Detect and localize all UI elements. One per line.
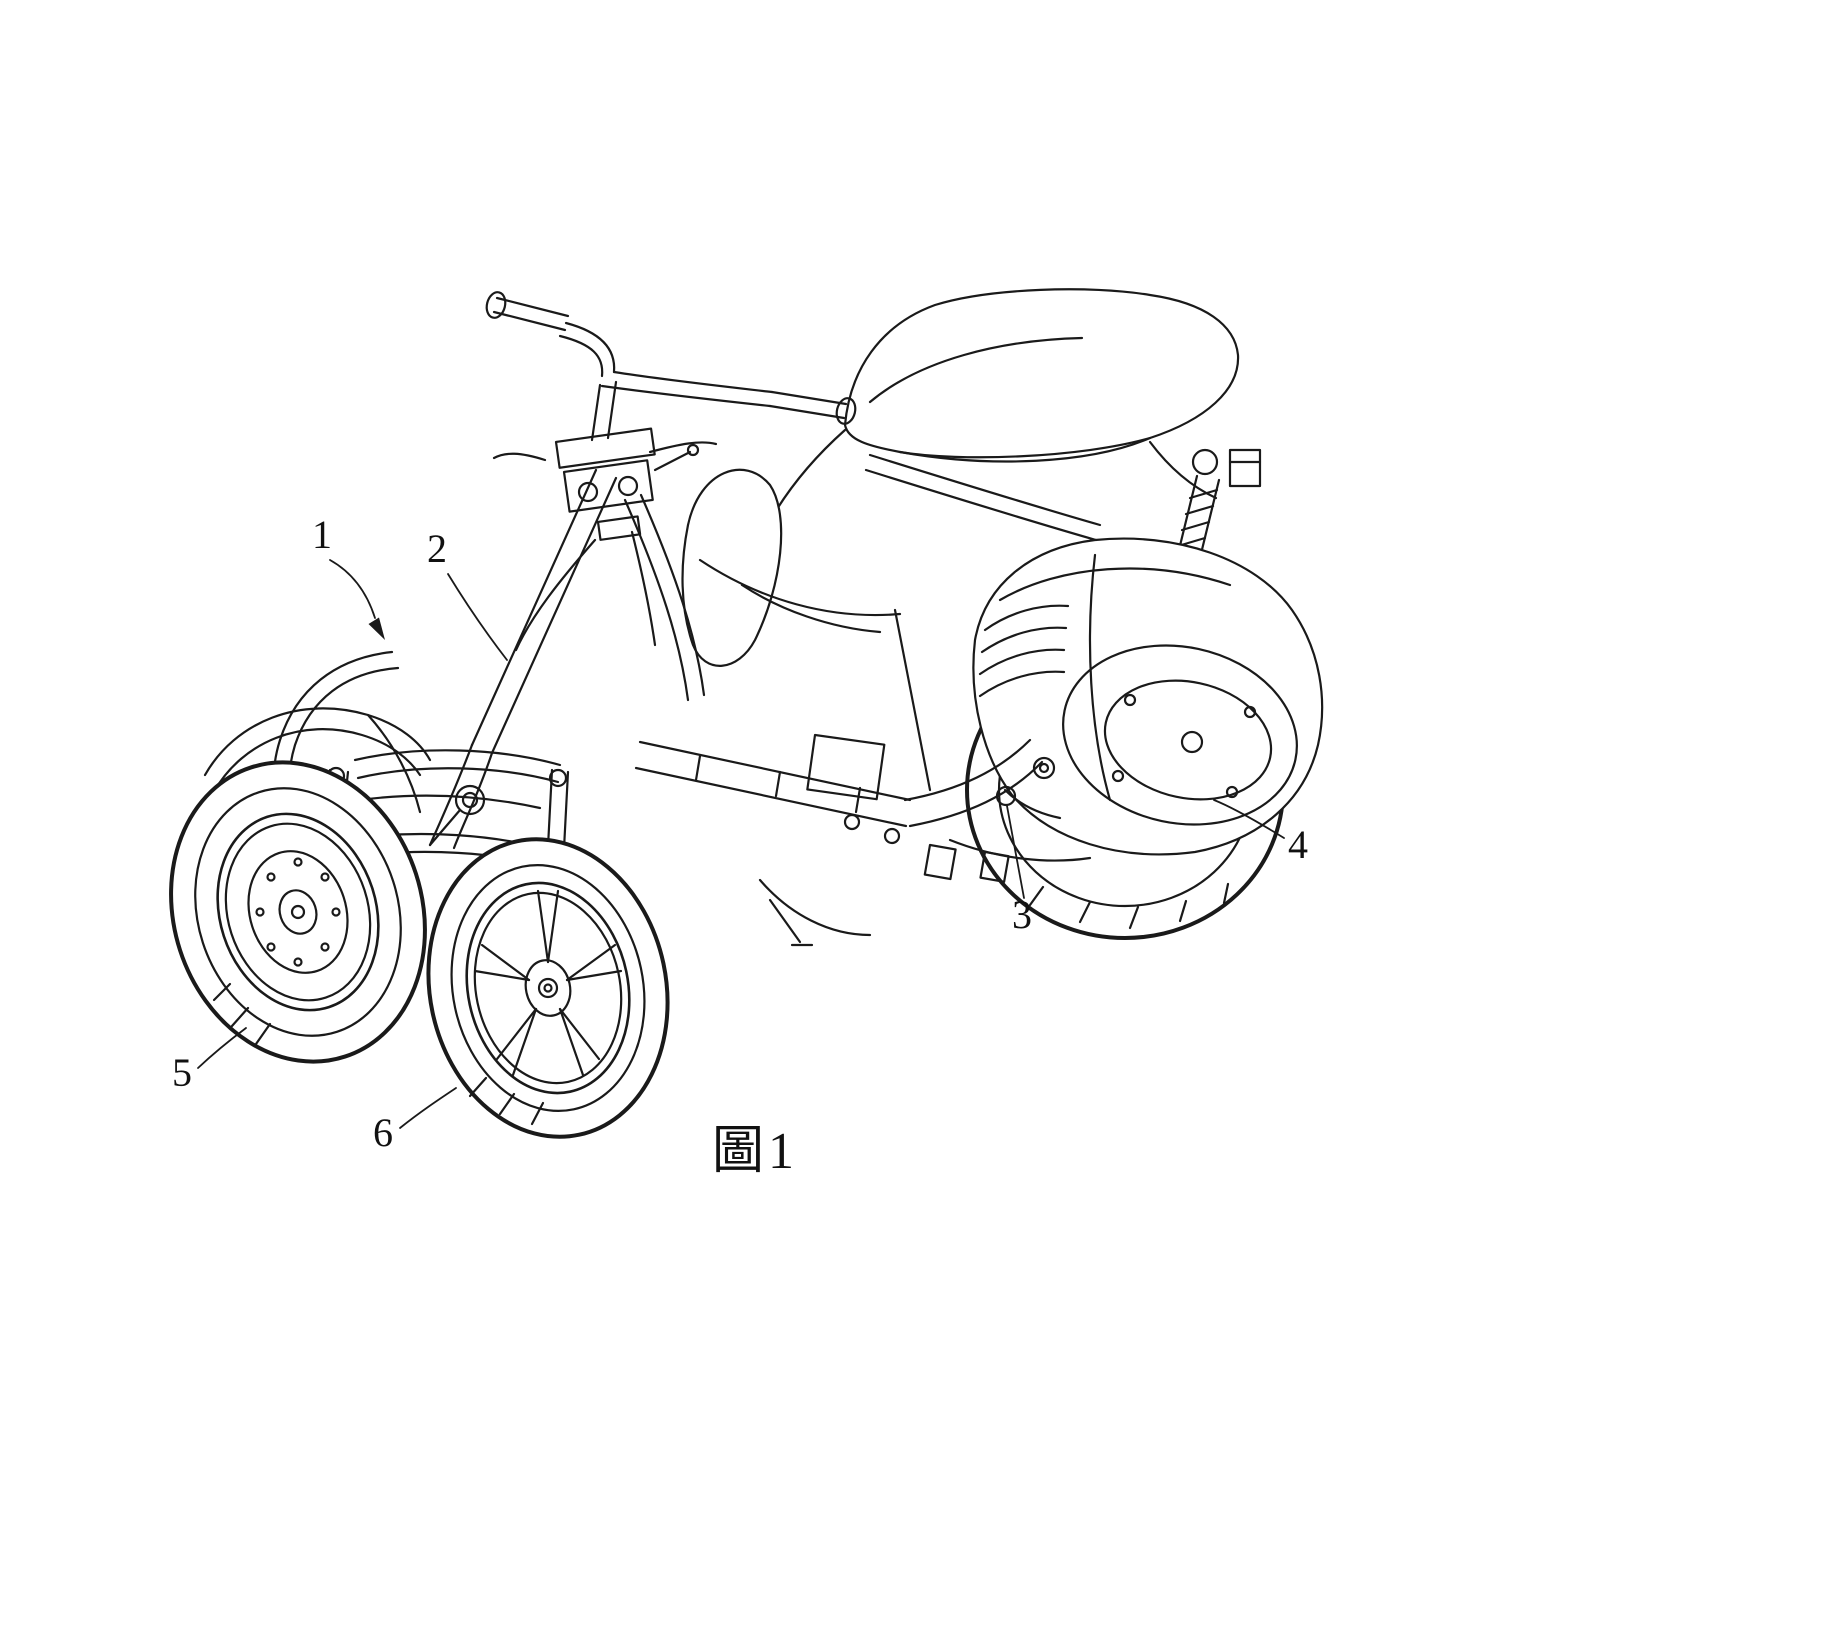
figure-caption: 圖1 [712, 1123, 798, 1180]
ref-label-5: 5 [172, 1050, 192, 1095]
engine-assembly [972, 537, 1324, 856]
handlebar-steering [428, 291, 857, 850]
frame [623, 453, 1102, 947]
ref-label-3: 3 [1012, 892, 1032, 937]
ref-label-6: 6 [373, 1110, 393, 1155]
ref-label-1: 1 [312, 512, 332, 557]
front-left-wheel [169, 760, 427, 1064]
reference-labels: 1 2 3 4 5 6 [172, 512, 1308, 1155]
ref-label-2: 2 [427, 526, 447, 571]
front-right-wheel [426, 837, 670, 1139]
ref-label-4: 4 [1288, 822, 1308, 867]
seat-and-body [681, 288, 1240, 667]
figure-caption-group: 圖1 [712, 1123, 798, 1180]
